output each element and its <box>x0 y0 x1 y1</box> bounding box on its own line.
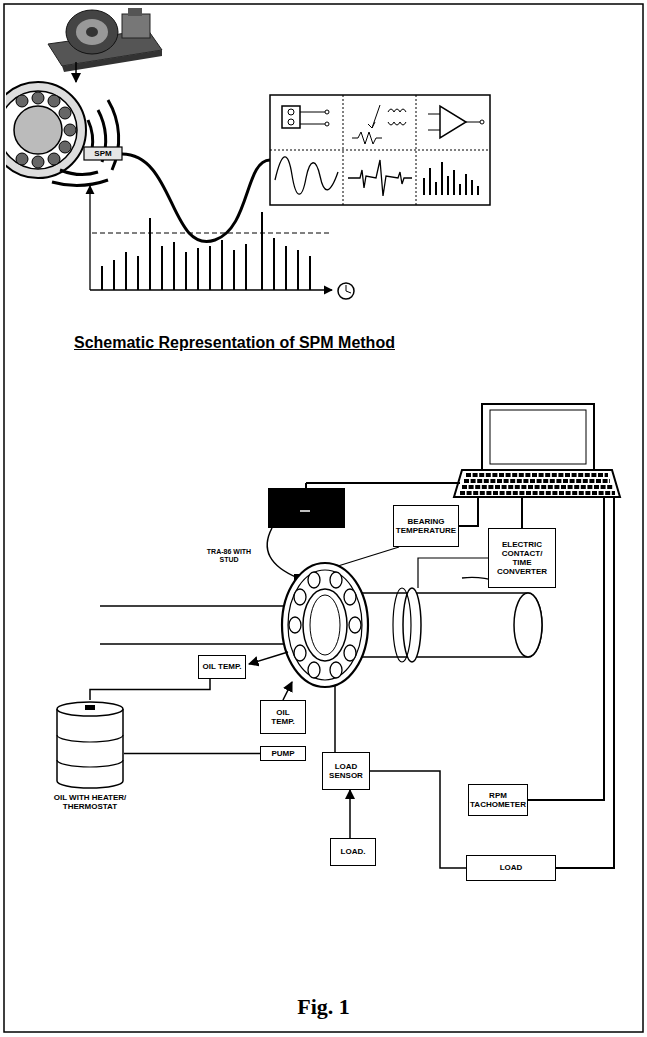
computer-cable <box>459 497 478 526</box>
sensor-lead <box>338 547 399 566</box>
bearing-wave-illustration <box>6 82 122 186</box>
connector-line <box>349 790 351 838</box>
pump-box: PUMP <box>260 746 306 761</box>
probe-cable <box>267 528 298 578</box>
drum-label: OIL WITH HEATER/ THERMOSTAT <box>35 793 145 811</box>
load-sensor-box: LOAD SENSOR <box>322 752 370 790</box>
machine-illustration <box>48 8 162 82</box>
sensor-cable <box>122 154 270 242</box>
signal-panel <box>270 95 490 205</box>
oil-drum-shape <box>55 700 125 790</box>
laptop-computer <box>454 404 620 497</box>
connector-line <box>124 753 260 755</box>
figure-caption: Fig. 1 <box>0 994 647 1019</box>
oil-flow-lines <box>249 652 335 752</box>
load-box: LOAD <box>466 855 556 881</box>
box-label: LOAD SENSOR <box>326 762 366 780</box>
oil-temp-box: OIL TEMP. <box>260 700 306 734</box>
bearing-temperature-box: BEARING TEMPERATURE <box>393 505 459 547</box>
sensor-lead <box>418 558 488 588</box>
connector-line <box>370 771 466 868</box>
shaft-bearing-illustration <box>100 563 542 687</box>
computer-cable <box>556 497 614 868</box>
trend-chart <box>90 186 354 299</box>
contact-converter-box: ELECTRIC CONTACT/ TIME CONVERTER <box>488 528 556 588</box>
box-label: BEARING TEMPERATURE <box>396 517 456 535</box>
probe-label: TRA-86 WITH STUD <box>201 548 257 564</box>
box-label: ELECTRIC CONTACT/ TIME CONVERTER <box>492 540 552 577</box>
tachometer-box: RPM TACHOMETER <box>468 784 528 816</box>
load-box: LOAD. <box>330 838 376 866</box>
page-frame <box>4 4 643 1032</box>
sensor-label: SPM <box>84 149 122 158</box>
connector-line <box>90 679 210 700</box>
box-label: RPM TACHOMETER <box>470 791 526 809</box>
computer-cable <box>521 497 523 528</box>
box-label: LOAD <box>500 863 523 872</box>
oil-drum: OIL WITH HEATER/ THERMOSTAT <box>35 700 145 811</box>
box-label: OIL TEMP. <box>203 662 242 671</box>
box-label: PUMP <box>271 749 294 758</box>
oil-temp-box: OIL TEMP. <box>198 655 246 679</box>
box-label: LOAD. <box>341 847 366 856</box>
figure-heading: Schematic Representation of SPM Method <box>74 334 395 352</box>
box-label: OIL TEMP. <box>264 708 302 726</box>
